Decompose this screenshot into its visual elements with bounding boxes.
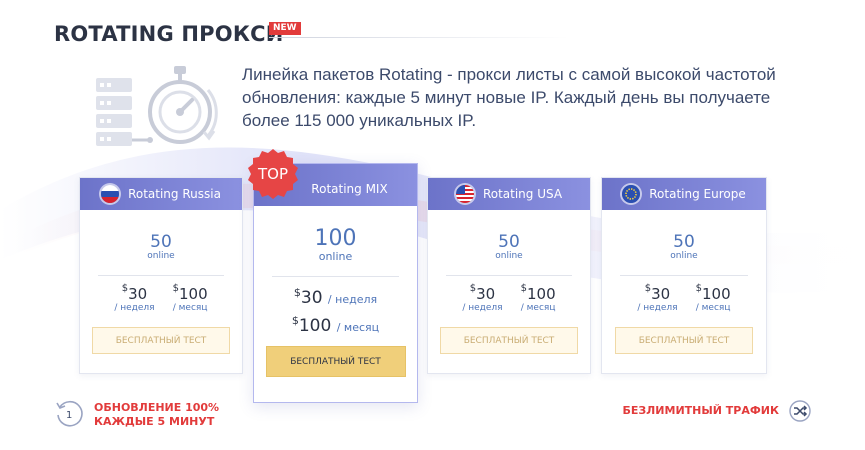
currency-symbol: $ — [121, 283, 129, 294]
proxy-count: 50 — [150, 232, 172, 252]
proxy-count-unit: online — [318, 250, 353, 263]
plan-name: Rotating Russia — [128, 187, 221, 201]
proxy-count: 50 — [498, 232, 520, 252]
price-month-value: 100 — [701, 285, 731, 303]
price-week-label: / неделя — [637, 303, 678, 313]
price-row: $30 / неделя $100 / месяц — [80, 283, 242, 313]
price-row: $30 / неделя $100 / месяц — [428, 283, 590, 313]
divider — [446, 275, 572, 276]
proxy-count: 100 — [314, 226, 357, 251]
plan-card-russia: Rotating Russia 50 online $30 / неделя $… — [79, 177, 243, 374]
plan-card-header: Rotating USA — [428, 178, 590, 210]
price-month-label: / месяц — [695, 303, 731, 313]
title-divider — [269, 37, 569, 38]
update-line-1: ОБНОВЛЕНИЕ 100% — [94, 401, 220, 414]
proxy-count-unit: online — [495, 251, 523, 261]
divider — [272, 276, 399, 277]
price-week: $30 / неделя — [637, 283, 678, 313]
price-month-label: / месяц — [520, 303, 556, 313]
usa-flag-icon — [455, 185, 474, 203]
new-badge: NEW — [269, 22, 301, 35]
price-month-value: 100 — [178, 285, 208, 303]
price-month: $100 / месяц — [695, 283, 731, 313]
currency-symbol: $ — [172, 283, 179, 294]
price-week-value: 30 — [651, 285, 671, 303]
proxy-count-unit: online — [670, 251, 698, 261]
plan-card-usa: Rotating USA 50 online $30 / неделя $100… — [427, 177, 591, 374]
proxy-count-unit: online — [147, 251, 175, 261]
plan-name: Rotating USA — [482, 187, 563, 201]
intro-text: Линейка пакетов Rotating - прокси листы … — [242, 65, 776, 130]
currency-symbol: $ — [469, 283, 477, 294]
free-trial-button[interactable]: БЕСПЛАТНЫЙ ТЕСТ — [615, 327, 753, 354]
price-row: $30 / неделя $100 / месяц — [602, 283, 766, 313]
svg-text:1: 1 — [66, 410, 72, 421]
price-month-label: / месяц — [172, 303, 208, 313]
price-week-label: / неделя — [462, 303, 503, 313]
currency-symbol: $ — [644, 283, 652, 294]
update-line-2: КАЖДЫЕ 5 МИНУТ — [94, 415, 215, 428]
plan-name: Rotating Europe — [649, 187, 746, 201]
divider — [98, 275, 224, 276]
top-badge-icon — [248, 149, 298, 199]
plan-card-header: Rotating Russia — [80, 178, 242, 210]
currency-symbol: $ — [695, 283, 702, 294]
russia-flag-icon — [101, 185, 120, 203]
refresh-timer-icon: 1 — [56, 400, 83, 427]
free-trial-button[interactable]: БЕСПЛАТНЫЙ ТЕСТ — [440, 327, 578, 354]
top-badge-label: TOP — [257, 165, 288, 183]
plan-card-europe: Rotating Europe 50 online $30 / неделя $… — [601, 177, 767, 374]
currency-symbol: $ — [520, 283, 527, 294]
price-month-value: 100 — [526, 285, 556, 303]
eu-flag-icon — [622, 185, 641, 203]
price-week-value: 30 — [476, 285, 496, 303]
price-week-label: / неделя — [114, 303, 155, 313]
shuffle-icon — [789, 400, 811, 422]
price-month: $100 / месяц — [172, 283, 208, 313]
currency-symbol: $ — [291, 314, 299, 327]
price-week-value: 30 — [300, 288, 323, 308]
server-stopwatch-icon — [96, 66, 218, 146]
proxy-count: 50 — [673, 232, 695, 252]
price-week: $30 / неделя — [462, 283, 503, 313]
price-week-label: / неделя — [327, 293, 378, 306]
price-week-value: 30 — [128, 285, 148, 303]
price-week: $30 / неделя — [114, 283, 155, 313]
divider — [620, 275, 748, 276]
currency-symbol: $ — [293, 286, 301, 299]
unlimited-traffic-label: БЕЗЛИМИТНЫЙ ТРАФИК — [622, 404, 779, 417]
price-week: $30 / неделя — [254, 286, 417, 308]
plan-name: Rotating MIX — [311, 182, 388, 196]
price-month-label: / месяц — [336, 321, 380, 334]
free-trial-button[interactable]: БЕСПЛАТНЫЙ ТЕСТ — [265, 346, 406, 377]
price-month: $100 / месяц — [254, 314, 417, 336]
page-title: ROTATING ПРОКСИ — [54, 22, 284, 46]
plan-card-header: Rotating Europe — [602, 178, 766, 210]
price-list: $30 / неделя $100 / месяц — [254, 286, 417, 336]
free-trial-button[interactable]: БЕСПЛАТНЫЙ ТЕСТ — [92, 327, 230, 354]
price-month-value: 100 — [298, 316, 332, 336]
price-month: $100 / месяц — [520, 283, 556, 313]
